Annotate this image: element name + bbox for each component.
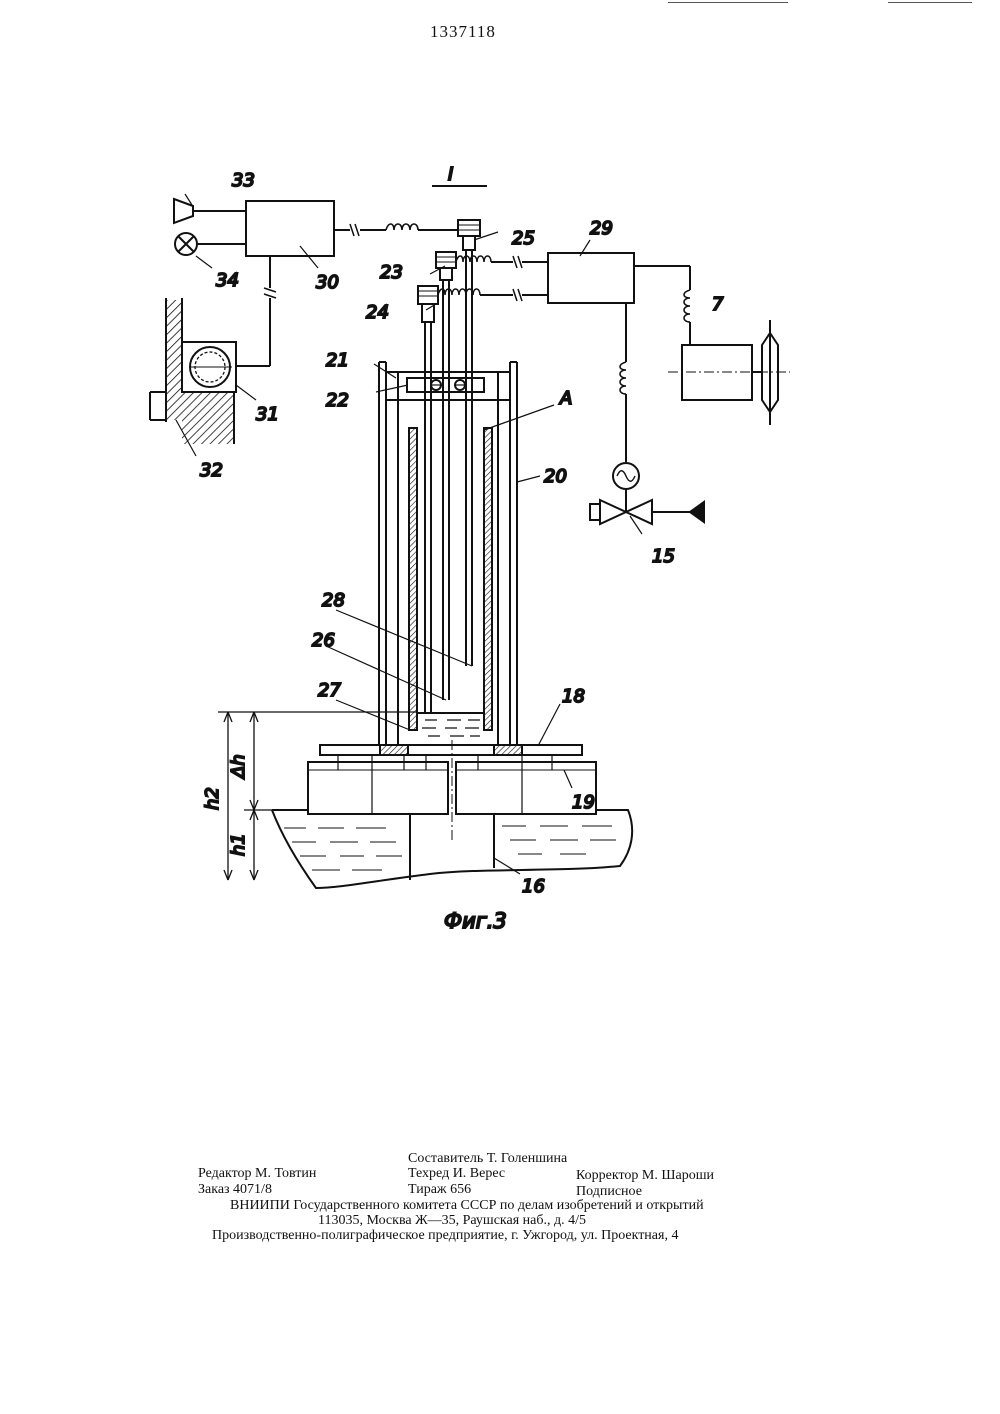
label-23: 23 [380,262,403,283]
line-29-to-15 [613,303,639,512]
base-plate-18 [320,745,582,755]
label-16: 16 [522,876,545,897]
imprint-tech-editor: Техред И. Верес [408,1166,505,1182]
valve-15-icon [590,500,704,524]
label-31: 31 [256,404,279,425]
label-34: 34 [216,270,239,291]
imprint-circulation: Тираж 656 [408,1182,471,1198]
label-22: 22 [326,390,349,411]
label-24: 24 [366,302,389,323]
label-20: 20 [544,466,567,487]
imprint-printer: Производственно-полиграфическое предприя… [212,1228,678,1244]
imprint-address: 113035, Москва Ж—35, Раушская наб., д. 4… [318,1213,586,1229]
imprint-order: Заказ 4071/8 [198,1182,272,1198]
block-29 [548,253,634,303]
imprint-compiler: Составитель Т. Голеншина [408,1151,567,1167]
label-25: 25 [512,228,535,249]
dimension-h2: h2 [202,787,223,810]
label-27: 27 [318,680,341,701]
horn-33-icon [174,199,246,223]
label-18: 18 [562,686,585,707]
block-30 [246,201,334,256]
electrode-23 [436,252,456,700]
figure-caption: Фиг.3 [444,909,507,933]
lamp-34-icon [175,233,246,255]
label-7: 7 [712,294,724,315]
label-a: A [559,388,572,409]
line-30-to-31 [236,256,276,366]
coil-line-23-29 [456,256,548,268]
dimension-h1: h1 [228,833,249,856]
figure-3-diagram: I [0,0,1000,1000]
inner-tube-a [409,428,492,730]
line-29-to-7 [634,266,690,345]
imprint-editor: Редактор М. Товтин [198,1166,316,1182]
label-33: 33 [232,170,255,191]
imprint-organization: ВНИИПИ Государственного комитета СССР по… [230,1198,704,1214]
coil-line-24-29 [438,289,548,301]
line-30-to-25 [334,224,458,236]
view-label: I [448,164,453,185]
imprint-corrector: Корректор М. Шароши [576,1168,714,1184]
label-30: 30 [316,272,339,293]
detector-31 [182,342,236,392]
electrode-25 [458,220,480,666]
label-21: 21 [326,350,349,371]
label-28: 28 [322,590,345,611]
wall-32 [150,298,234,444]
label-29: 29 [590,218,613,239]
label-15: 15 [652,546,675,567]
label-32: 32 [200,460,223,481]
dimension-delta-h: Δh [228,754,249,780]
liquid-sample [417,713,484,736]
motor-7 [668,320,790,425]
label-26: 26 [312,630,335,651]
label-19: 19 [572,792,595,813]
